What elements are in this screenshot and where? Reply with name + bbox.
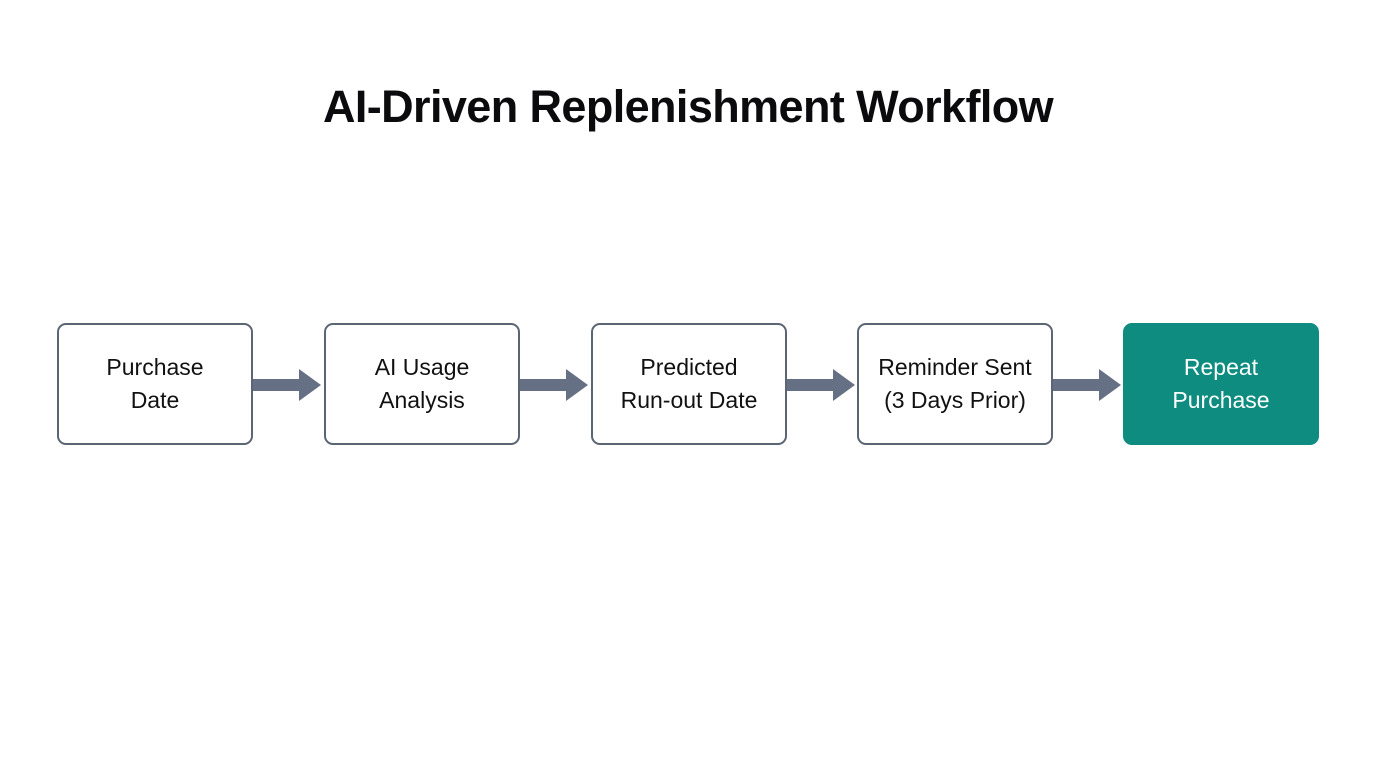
arrow-right-icon-connector-4 [1053, 369, 1123, 401]
flow-node-ai-usage-analysis[interactable]: AI Usage Analysis [324, 323, 520, 445]
arrow-right-icon-connector-1 [253, 369, 323, 401]
flow-node-purchase-date[interactable]: Purchase Date [57, 323, 253, 445]
flow-node-label: AI Usage Analysis [374, 354, 470, 413]
flow-node-repeat-purchase[interactable]: Repeat Purchase [1123, 323, 1319, 445]
flow-node-label: Predicted Run-out Date [620, 354, 758, 413]
arrow-right-icon-connector-3 [787, 369, 857, 401]
arrow-right-icon-connector-2 [520, 369, 590, 401]
flow-node-label: Reminder Sent (3 Days Prior) [878, 354, 1032, 413]
flow-node-label: Repeat Purchase [1172, 354, 1270, 413]
flow-node-predicted-run-out-date[interactable]: Predicted Run-out Date [591, 323, 787, 445]
workflow-flow-row: Purchase Date AI Usage Analysis Predicte… [0, 323, 1376, 447]
flow-node-reminder-sent[interactable]: Reminder Sent (3 Days Prior) [857, 323, 1053, 445]
flow-node-label: Purchase Date [106, 354, 204, 413]
page-title: AI-Driven Replenishment Workflow [322, 81, 1054, 132]
